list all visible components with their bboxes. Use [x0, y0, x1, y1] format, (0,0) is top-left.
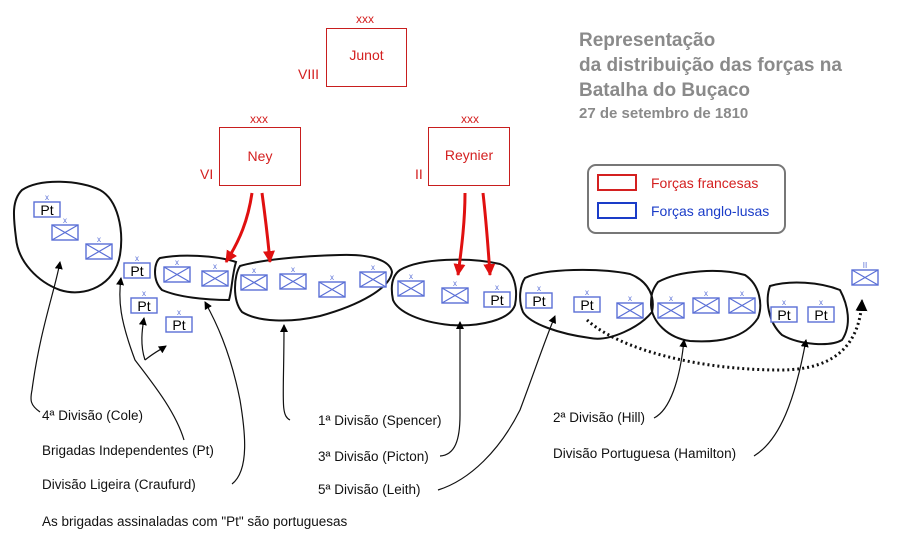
legend: Forças francesas Forças anglo-lusas [587, 164, 786, 234]
portuguese-brigade-icon: Ptx [165, 308, 193, 333]
corps-junot: Junot [326, 28, 407, 87]
echelon-mark: x [142, 289, 146, 298]
legend-french-label: Forças francesas [651, 174, 759, 191]
label-independent-brigades: Brigadas Independentes (Pt) [42, 443, 214, 458]
portuguese-brigade-icon: Ptx [123, 254, 151, 279]
echelon-mark: x [135, 254, 139, 263]
pt-marker: Pt [580, 297, 593, 313]
pt-marker: Pt [777, 307, 790, 323]
portuguese-brigade-icon: Ptx [525, 284, 553, 309]
portuguese-brigade-icon: Ptx [573, 288, 601, 313]
pt-marker: Pt [490, 292, 503, 308]
echelon-mark: x [63, 216, 67, 225]
infantry-brigade-icon: x [85, 235, 113, 260]
echelon-mark: x [704, 289, 708, 298]
outline-hill-b [649, 269, 762, 343]
outline-hill-a [519, 268, 654, 340]
label-spencer: 1ª Divisão (Spencer) [318, 413, 442, 428]
infantry-brigade-icon: x [657, 294, 685, 319]
echelon-mark: x [585, 288, 589, 297]
portuguese-brigade-icon: Ptx [807, 298, 835, 323]
echelon-mark: x [495, 283, 499, 292]
ney-number: VI [200, 166, 214, 182]
echelon-mark: x [409, 272, 413, 281]
infantry-brigade-icon: x [240, 266, 268, 291]
portuguese-brigade-icon: Ptx [130, 289, 158, 314]
echelon-mark: x [330, 273, 334, 282]
echelon-mark: x [177, 308, 181, 317]
label-cole: 4ª Divisão (Cole) [42, 408, 144, 423]
reserve-regiment-icon: II [851, 261, 879, 286]
label-hamilton: Divisão Portuguesa (Hamilton) [553, 446, 737, 461]
pt-marker: Pt [172, 317, 185, 333]
label-picton: 3ª Divisão (Picton) [318, 449, 429, 464]
echelon-mark: x [453, 279, 457, 288]
echelon-mark: x [371, 263, 375, 272]
infantry-brigade-icon: x [441, 279, 469, 304]
junot-echelon: xxx [356, 12, 374, 26]
echelon-mark: II [863, 261, 867, 270]
label-leith: 5ª Divisão (Leith) [318, 482, 421, 497]
reynier-number: II [415, 166, 423, 182]
reynier-echelon: xxx [461, 112, 479, 126]
infantry-brigade-icon: x [359, 263, 387, 288]
title-line-1: Representação [579, 30, 716, 51]
junot-number: VIII [298, 66, 320, 82]
pt-marker: Pt [137, 298, 150, 314]
legend-allied-label: Forças anglo-lusas [651, 202, 770, 219]
infantry-brigade-icon: x [51, 216, 79, 241]
echelon-mark: x [97, 235, 101, 244]
echelon-mark: x [819, 298, 823, 307]
echelon-mark: x [213, 262, 217, 271]
echelon-mark: x [537, 284, 541, 293]
footnote: As brigadas assinaladas com "Pt" são por… [42, 514, 348, 529]
ney-echelon: xxx [250, 112, 268, 126]
infantry-brigade-icon: x [397, 272, 425, 297]
echelon-mark: x [782, 298, 786, 307]
infantry-brigade-icon: x [692, 289, 720, 314]
portuguese-brigade-icon: Ptx [33, 193, 61, 218]
echelon-mark: x [628, 294, 632, 303]
diagram-title: Representação da distribuição das forças… [579, 28, 842, 125]
pt-marker: Pt [814, 307, 827, 323]
corps-ney: Ney [219, 127, 301, 186]
infantry-brigade-icon: x [728, 289, 756, 314]
outline-spencer [234, 253, 394, 322]
portuguese-brigade-icon: Ptx [483, 283, 511, 308]
corps-ney-name: Ney [247, 147, 273, 164]
infantry-brigade-icon: x [163, 258, 191, 283]
echelon-mark: x [175, 258, 179, 267]
outline-hamilton [766, 281, 849, 346]
infantry-brigade-icon: x [616, 294, 644, 319]
echelon-mark: x [669, 294, 673, 303]
label-hill: 2ª Divisão (Hill) [553, 410, 646, 425]
corps-reynier-name: Reynier [444, 146, 494, 163]
corps-junot-name: Junot [349, 46, 384, 63]
echelon-mark: x [291, 265, 295, 274]
outline-picton-leith [390, 258, 518, 327]
legend-item-french: Forças francesas [597, 174, 758, 191]
corps-reynier: Reynier [428, 127, 510, 186]
label-craufurd: Divisão Ligeira (Craufurd) [42, 477, 196, 492]
legend-item-allied: Forças anglo-lusas [597, 202, 769, 219]
echelon-mark: x [45, 193, 49, 202]
infantry-brigade-icon: x [318, 273, 346, 298]
pt-marker: Pt [130, 263, 143, 279]
title-date: 27 de setembro de 1810 [579, 105, 749, 122]
outline-craufurd [154, 254, 238, 302]
blue-swatch-icon [597, 202, 637, 219]
echelon-mark: x [252, 266, 256, 275]
pt-marker: Pt [40, 202, 53, 218]
title-line-2: da distribuição das forças na [579, 55, 842, 76]
pt-marker: Pt [532, 293, 545, 309]
infantry-brigade-icon: x [201, 262, 229, 287]
outline-cole [12, 180, 123, 294]
red-swatch-icon [597, 174, 637, 191]
portuguese-brigade-icon: Ptx [770, 298, 798, 323]
echelon-mark: x [740, 289, 744, 298]
title-line-3: Batalha do Buçaco [579, 80, 751, 101]
infantry-brigade-icon: x [279, 265, 307, 290]
